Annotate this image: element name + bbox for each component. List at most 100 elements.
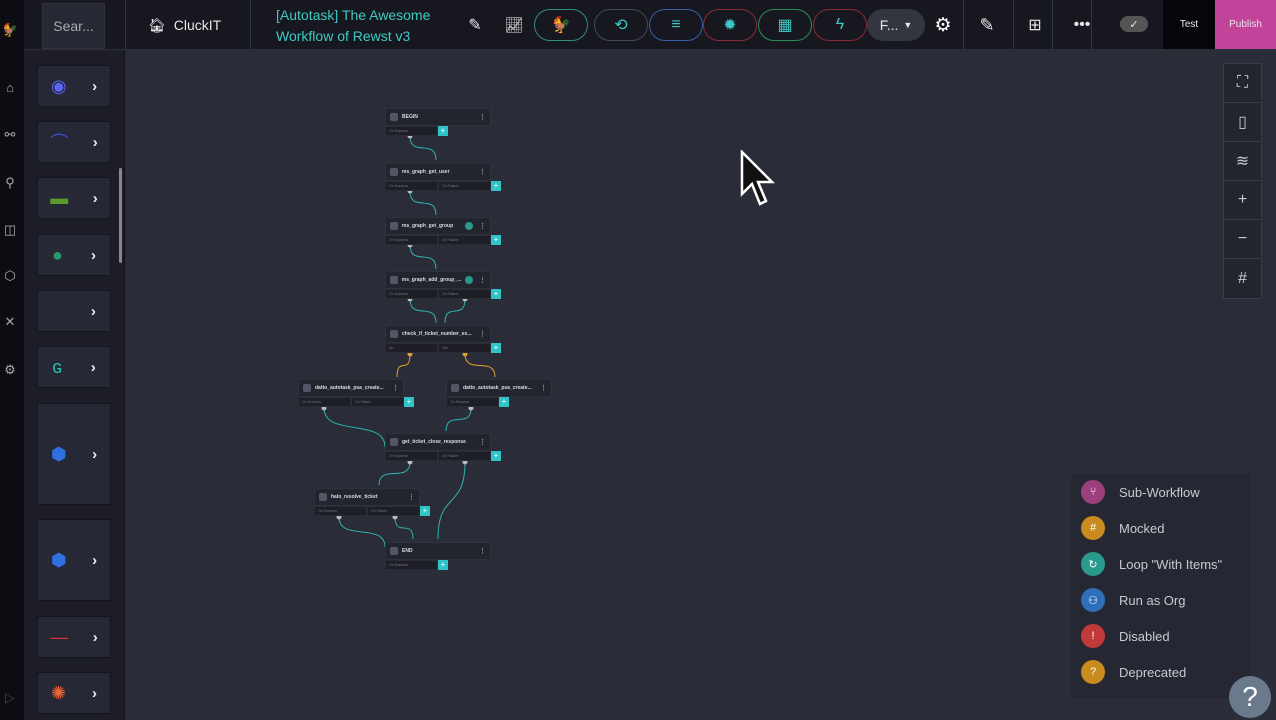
node-output[interactable]: On Success [385, 289, 438, 299]
search-input[interactable]: Sear... [42, 3, 105, 49]
publish-button[interactable]: Publish [1215, 0, 1276, 49]
node-output[interactable]: On Success [298, 397, 351, 407]
node-output[interactable]: On Success [385, 235, 438, 245]
output-label: On Failure [442, 238, 459, 242]
node-output[interactable]: On Success [385, 126, 438, 136]
tools-icon[interactable]: ✕ [4, 314, 16, 329]
node-output[interactable]: On Success [385, 451, 438, 461]
compass-icon[interactable]: ⚲ [5, 175, 15, 190]
legend-label: Disabled [1119, 628, 1170, 644]
org-switcher[interactable]: 🏠︎CluckIT [148, 12, 221, 38]
format-dropdown[interactable]: F...▼ [867, 9, 925, 41]
node-output[interactable]: On Success [385, 181, 438, 191]
sidebar-item[interactable]: —› [37, 616, 111, 658]
add-transition-button[interactable]: + [491, 343, 501, 353]
settings-icon[interactable]: ⚙ [4, 362, 16, 377]
zoom-out-icon[interactable]: − [1224, 220, 1261, 259]
sidebar-item[interactable]: ▬› [37, 177, 111, 219]
sidebar-item[interactable]: ◌› [37, 290, 111, 332]
workflow-node[interactable]: BEGIN⋮ On Success + [385, 108, 491, 136]
lines-icon[interactable]: ≡ [649, 9, 703, 41]
node-output[interactable]: On Failure [438, 235, 491, 245]
chart-icon[interactable]: 📈︎ [504, 17, 524, 34]
node-output[interactable]: On Failure [351, 397, 404, 407]
workflow-node[interactable]: END⋮ On Success + [385, 542, 491, 570]
sidebar-item[interactable]: ◉› [37, 65, 111, 107]
sidebar-item[interactable]: ɢ› [37, 346, 111, 388]
add-transition-button[interactable]: + [491, 181, 501, 191]
add-transition-button[interactable]: + [499, 397, 509, 407]
rooster-icon[interactable]: 🐓 [534, 9, 588, 41]
sidebar-item[interactable]: ⬢› [37, 403, 111, 505]
node-menu-icon[interactable]: ⋮ [479, 548, 486, 555]
node-menu-icon[interactable]: ⋮ [479, 223, 486, 230]
package-icon[interactable]: ◫ [3, 222, 17, 237]
history-gear-icon[interactable]: ⟲ [594, 9, 648, 41]
sidebar-item[interactable]: ⬢› [37, 519, 111, 601]
workflow-canvas[interactable]: BEGIN⋮ On Success + ms_graph_get_user⋮ On… [125, 50, 1276, 720]
layers-icon[interactable]: ≋ [1224, 142, 1261, 181]
zoom-in-icon[interactable]: + [1224, 181, 1261, 220]
node-menu-icon[interactable]: ⋮ [479, 114, 486, 121]
node-menu-icon[interactable]: ⋮ [392, 385, 399, 392]
sidebar-scrollbar[interactable] [119, 168, 122, 263]
node-output[interactable]: On Failure [438, 181, 491, 191]
hexagon-icon[interactable]: ⬡ [4, 268, 16, 283]
fullscreen-icon[interactable]: ⛶ [1224, 64, 1261, 103]
grid-icon[interactable]: # [1238, 269, 1247, 287]
node-output[interactable]: On Success [314, 506, 367, 516]
node-output[interactable]: On Success [446, 397, 499, 407]
chevron-right-icon: › [92, 77, 98, 95]
play-icon[interactable]: ▷ [5, 690, 15, 705]
more-icon[interactable]: ••• [1073, 16, 1091, 33]
sidebar-item[interactable]: ✺› [37, 672, 111, 714]
node-output[interactable]: On Failure [367, 506, 420, 516]
node-type-icon [303, 384, 311, 392]
workflow-node[interactable]: datto_autotask_psa_create...⋮ On Success… [446, 379, 552, 407]
output-label: On Success [318, 509, 337, 513]
add-screen-icon[interactable]: ⊞ [1028, 17, 1042, 34]
add-transition-button[interactable]: + [438, 126, 448, 136]
add-transition-button[interactable]: + [491, 235, 501, 245]
test-button[interactable]: Test [1163, 0, 1215, 49]
home-icon[interactable]: ⌂ [6, 80, 14, 95]
edit-title-icon[interactable]: ✎ [468, 17, 482, 34]
map-icon[interactable]: ▯ [1224, 103, 1261, 142]
link-form-icon[interactable]: ▦ [758, 9, 812, 41]
node-output[interactable]: On Failure [438, 451, 491, 461]
add-transition-button[interactable]: + [491, 451, 501, 461]
add-transition-button[interactable]: + [491, 289, 501, 299]
bolt-icon[interactable]: ϟ [813, 9, 867, 41]
add-transition-button[interactable]: + [420, 506, 430, 516]
node-menu-icon[interactable]: ⋮ [408, 494, 415, 501]
node-output[interactable]: On Success [385, 560, 438, 570]
node-output[interactable]: On Failure [438, 289, 491, 299]
node-menu-icon[interactable]: ⋮ [479, 331, 486, 338]
node-output[interactable]: Yes [438, 343, 491, 353]
toggle-switch[interactable]: ✓ [1120, 16, 1148, 32]
node-title: datto_autotask_psa_create... [315, 385, 384, 391]
chevron-right-icon: › [90, 302, 96, 320]
node-menu-icon[interactable]: ⋮ [540, 385, 547, 392]
node-menu-icon[interactable]: ⋮ [479, 169, 486, 176]
bug-icon[interactable]: ✹ [703, 9, 757, 41]
add-transition-button[interactable]: + [438, 560, 448, 570]
node-output[interactable]: No [385, 343, 438, 353]
pencil-icon[interactable]: ✎ [979, 14, 995, 35]
node-menu-icon[interactable]: ⋮ [479, 277, 486, 284]
sidebar-item[interactable]: ●› [37, 234, 111, 276]
workflow-node[interactable]: datto_autotask_psa_create... ⋮ On Success… [298, 379, 414, 407]
add-transition-button[interactable]: + [404, 397, 414, 407]
node-menu-icon[interactable]: ⋮ [479, 439, 486, 446]
workflow-title[interactable]: [Autotask] The Awesome Workflow of Rewst… [276, 5, 430, 47]
gear-icon[interactable]: ⚙ [934, 14, 952, 36]
help-button[interactable]: ? [1229, 676, 1271, 718]
sidebar-item[interactable]: ⌒› [37, 121, 111, 163]
workflow-icon[interactable]: ⚯ [4, 127, 16, 142]
